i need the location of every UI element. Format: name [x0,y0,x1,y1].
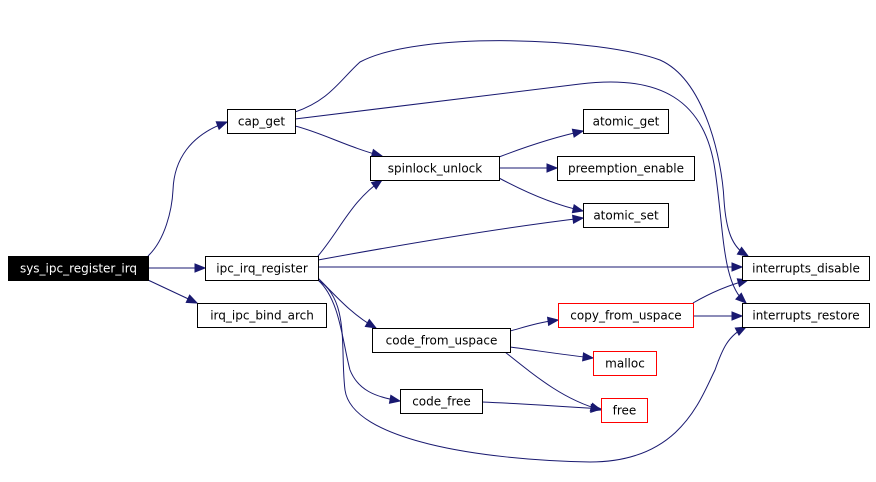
node-box [557,156,695,181]
edge-spinlock_unlock-to-preemption_enable [499,163,559,173]
edge-cap_get-to-spinlock_unlock [294,125,384,158]
edge-ipc_irq_register-to-spinlock_unlock [317,179,384,257]
node-box [601,398,648,423]
edge-code_free-to-free [481,401,603,414]
node-interrupts-restore[interactable]: interrupts_restore [742,303,870,328]
node-box [370,156,500,181]
node-label: cap_get [238,115,286,129]
edge-ipc_irq_register-to-code_free [317,279,402,404]
node-label: malloc [605,357,645,371]
node-box [197,303,327,328]
node-interrupts-disable[interactable]: interrupts_disable [742,256,870,281]
edge-sys_ipc_register_irq-to-irq_ipc_bind_arch [147,279,199,304]
edge-copy_from_uspace-to-interrupts_restore [693,311,744,321]
node-box [742,303,870,328]
arrowhead [571,204,585,214]
node-spinlock-unlock[interactable]: spinlock_unlock [370,156,500,181]
arrowhead [572,214,585,224]
node-label: irq_ipc_bind_arch [210,309,314,323]
node-label: ipc_irq_register [216,262,308,276]
arrowhead [546,163,559,173]
edge-ipc_irq_register-to-atomic_set [317,214,585,261]
edge-code_from_uspace-to-copy_from_uspace [509,316,560,332]
node-sys-ipc-register-irq[interactable]: sys_ipc_register_irq [8,256,149,281]
edge-sys_ipc_register_irq-to-cap_get [147,121,229,257]
node-label: code_from_uspace [386,334,498,348]
node-box [8,256,149,281]
node-label: interrupts_disable [752,262,860,276]
edge-spinlock_unlock-to-atomic_set [498,177,585,214]
nodes-layer: sys_ipc_register_irq cap_get ipc_irq_regis… [8,109,870,423]
node-code-free[interactable]: code_free [400,389,483,414]
node-label: preemption_enable [568,162,684,176]
edge-cap_get-to-interrupts_disable [294,40,750,257]
node-label: sys_ipc_register_irq [20,262,137,276]
arrowhead [590,403,603,414]
edge-ipc_irq_register-to-interrupts_disable [318,262,744,272]
node-box [583,203,669,228]
arrowhead [734,326,748,337]
node-box [558,303,694,328]
arrowhead [546,316,560,327]
arrowhead [736,246,750,257]
edge-code_from_uspace-to-malloc [509,346,595,362]
node-label: spinlock_unlock [388,162,483,176]
arrowhead [735,292,747,304]
edge-sys_ipc_register_irq-to-ipc_irq_register [148,263,207,273]
arrowhead [388,394,402,404]
node-label: code_free [412,395,471,409]
node-label: atomic_get [593,115,660,129]
arrowhead [185,294,199,304]
edge-spinlock_unlock-to-atomic_get [498,128,585,158]
arrowhead [731,262,744,272]
node-box [205,256,319,281]
edge-ipc_irq_register-to-interrupts_restore [317,279,748,463]
node-label: copy_from_uspace [570,309,681,323]
node-free[interactable]: free [601,398,648,423]
arrowhead [215,121,229,131]
arrowhead [194,263,207,273]
edges-layer [147,40,750,463]
edge-code_from_uspace-to-free [504,351,603,412]
node-cap-get[interactable]: cap_get [227,109,296,134]
arrowhead [370,179,384,190]
node-malloc[interactable]: malloc [593,351,657,376]
node-label: interrupts_restore [752,309,859,323]
node-box [227,109,296,134]
node-code-from-uspace[interactable]: code_from_uspace [372,328,511,353]
node-irq-ipc-bind-arch[interactable]: irq_ipc_bind_arch [197,303,327,328]
node-label: free [613,404,637,418]
node-box [583,109,669,134]
arrowhead [571,128,585,138]
edge-cap_get-to-interrupts_restore [294,81,747,304]
node-label: atomic_set [593,209,659,223]
arrowhead [364,318,378,329]
node-atomic-get[interactable]: atomic_get [583,109,669,134]
node-box [593,351,657,376]
node-copy-from-uspace[interactable]: copy_from_uspace [558,303,694,328]
node-atomic-set[interactable]: atomic_set [583,203,669,228]
node-ipc-irq-register[interactable]: ipc_irq_register [205,256,319,281]
node-box [372,328,511,353]
node-preemption-enable[interactable]: preemption_enable [557,156,695,181]
node-box [400,389,483,414]
arrowhead [582,352,595,362]
node-box [742,256,870,281]
arrowhead [731,311,744,321]
